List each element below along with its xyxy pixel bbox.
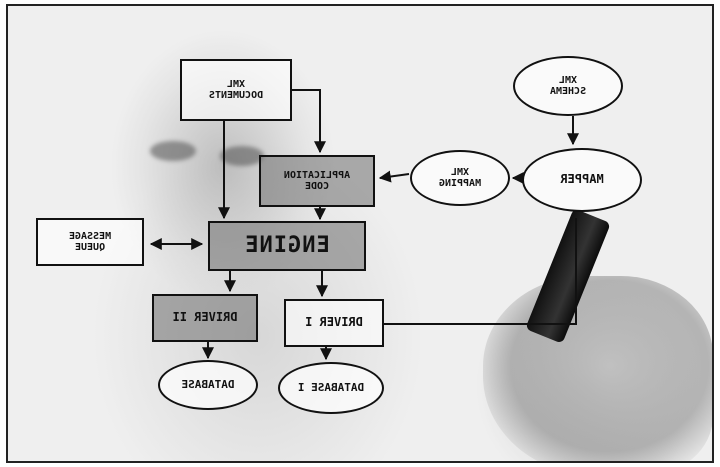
edge-mapping-code [378, 170, 410, 183]
driver-1-label: DRIVER I [305, 315, 363, 330]
application-code-label: APPLICATION CODE [283, 169, 351, 193]
right-eye [220, 146, 264, 166]
engine-box: ENGINE [208, 221, 366, 271]
database-1-oval: DATABASE I [278, 362, 384, 414]
xml-documents-label: XML DOCUMENTS [208, 78, 264, 102]
xml-documents-box: XML DOCUMENTS [180, 59, 292, 121]
xml-mapping-oval: XML MAPPING [410, 150, 510, 206]
left-eye [150, 141, 196, 161]
driver-1-box: DRIVER I [284, 299, 384, 347]
driver-2-box: DRIVER II [152, 294, 258, 342]
xml-schema-label: XML SCHEMA [549, 74, 587, 98]
mapper-oval: MAPPER [522, 148, 642, 212]
xml-mapping-label: XML MAPPING [438, 166, 482, 190]
mapper-label: MAPPER [560, 172, 604, 187]
xml-schema-oval: XML SCHEMA [513, 56, 623, 116]
hand [483, 276, 712, 461]
engine-label: ENGINE [244, 233, 330, 259]
driver-2-label: DRIVER II [172, 310, 238, 325]
diagram-frame: XML DOCUMENTS APPLICATION CODE ENGINE ME… [6, 4, 714, 463]
database-2-label: DATABASE [181, 377, 235, 391]
edge-driver1-mapper [384, 218, 577, 325]
message-queue-box: MESSAGE QUEUE [36, 218, 144, 266]
database-2-oval: DATABASE [158, 360, 258, 410]
diagram-edges [149, 89, 579, 361]
database-1-label: DATABASE I [297, 380, 365, 394]
edge-docs-code [292, 89, 326, 154]
message-queue-label: MESSAGE QUEUE [68, 230, 112, 254]
application-code-box: APPLICATION CODE [259, 155, 375, 207]
